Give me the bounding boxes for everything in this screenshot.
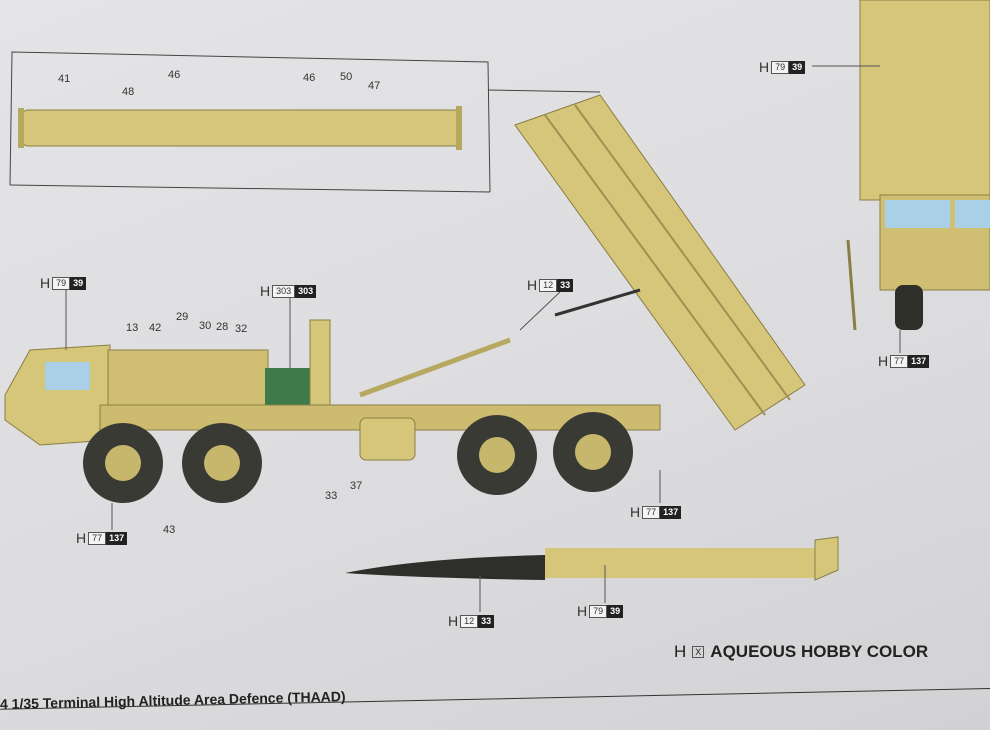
- part-number: 28: [216, 321, 229, 333]
- callout-prefix: H: [448, 613, 459, 629]
- part-number: 43: [163, 524, 176, 536]
- callout-code: 79: [52, 276, 71, 290]
- part-number: 30: [199, 320, 212, 332]
- part-number: 50: [340, 71, 353, 83]
- part-number: 13: [126, 322, 139, 334]
- front-view-truck: [846, 0, 990, 331]
- legend-box: X: [692, 646, 705, 658]
- part-number: 46: [168, 69, 181, 81]
- callout-mr-code: 137: [660, 505, 682, 519]
- part-number: 46: [303, 72, 316, 84]
- callout-code: 303: [272, 284, 296, 298]
- leader-lines: [65, 65, 901, 612]
- callout-mr-code: 33: [557, 278, 574, 292]
- part-number: 29: [176, 311, 189, 323]
- launcher-canisters: [514, 94, 806, 431]
- callout-mr-code: 39: [607, 604, 624, 618]
- part-number: 48: [122, 86, 135, 98]
- wheels: [83, 412, 633, 503]
- callout-code: 79: [589, 604, 608, 618]
- callout-code: 12: [539, 278, 558, 292]
- missile: [345, 536, 839, 581]
- callout-prefix: H: [76, 530, 87, 546]
- callout-prefix: H: [577, 603, 588, 619]
- part-number: 47: [368, 80, 381, 92]
- part-number: 32: [235, 323, 248, 335]
- callout-mr-code: 39: [789, 60, 806, 74]
- callout-mr-code: 137: [908, 354, 930, 368]
- callout-prefix: H: [630, 504, 641, 520]
- callout-prefix: H: [260, 283, 271, 299]
- callout-mr-code: 33: [478, 614, 495, 628]
- callout-prefix: H: [759, 59, 770, 75]
- legend-prefix: H: [674, 642, 687, 661]
- part-number: 41: [58, 73, 71, 85]
- callout-mr-code: 137: [106, 531, 128, 545]
- callout-code: 12: [460, 614, 479, 628]
- callout-code: 77: [88, 531, 107, 545]
- truck-body: [4, 319, 661, 461]
- callout-mr-code: 303: [295, 284, 317, 298]
- callout-prefix: H: [40, 275, 51, 291]
- callout-code: 77: [642, 505, 661, 519]
- part-number: 33: [325, 490, 338, 502]
- inset-missile-canister: [9, 51, 601, 193]
- part-number: 37: [350, 480, 363, 492]
- callout-mr-code: 39: [70, 276, 87, 290]
- legend-label: AQUEOUS HOBBY COLOR: [710, 642, 929, 661]
- callout-code: 79: [771, 60, 790, 74]
- callout-prefix: H: [878, 353, 889, 369]
- part-number: 42: [149, 322, 162, 334]
- callout-code: 77: [890, 354, 909, 368]
- callout-prefix: H: [527, 277, 538, 293]
